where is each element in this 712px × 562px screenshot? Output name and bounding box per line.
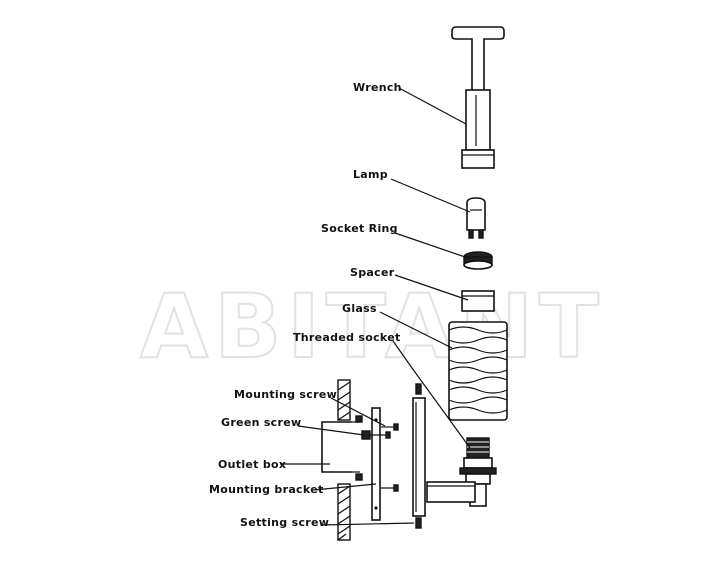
label-setting-screw: Setting screw xyxy=(240,516,329,529)
label-lamp: Lamp xyxy=(353,168,388,181)
label-glass: Glass xyxy=(342,302,377,315)
labels: Wrench Lamp Socket Ring Spacer Glass Thr… xyxy=(209,81,402,529)
leader-lines xyxy=(280,87,471,526)
label-wrench: Wrench xyxy=(353,81,402,94)
label-threaded-socket: Threaded socket xyxy=(293,331,401,344)
label-green-screw: Green screw xyxy=(221,416,301,429)
label-socket-ring: Socket Ring xyxy=(321,222,398,235)
mounting-bracket-part xyxy=(361,407,399,521)
threaded-socket-part xyxy=(426,437,497,507)
wall-section xyxy=(337,379,363,541)
socket-ring-part xyxy=(463,251,493,270)
spacer-part xyxy=(461,290,495,312)
wall-plate-part xyxy=(412,383,426,529)
outlet-box-part xyxy=(321,421,360,473)
wrench-part xyxy=(451,26,505,169)
label-outlet-box: Outlet box xyxy=(218,458,286,471)
watermark: ABITANT xyxy=(140,275,605,378)
glass-part xyxy=(448,321,508,421)
label-spacer: Spacer xyxy=(350,266,395,279)
label-mounting-bracket: Mounting bracket xyxy=(209,483,324,496)
label-mounting-screw: Mounting screw xyxy=(234,388,337,401)
lamp-part xyxy=(466,197,486,239)
